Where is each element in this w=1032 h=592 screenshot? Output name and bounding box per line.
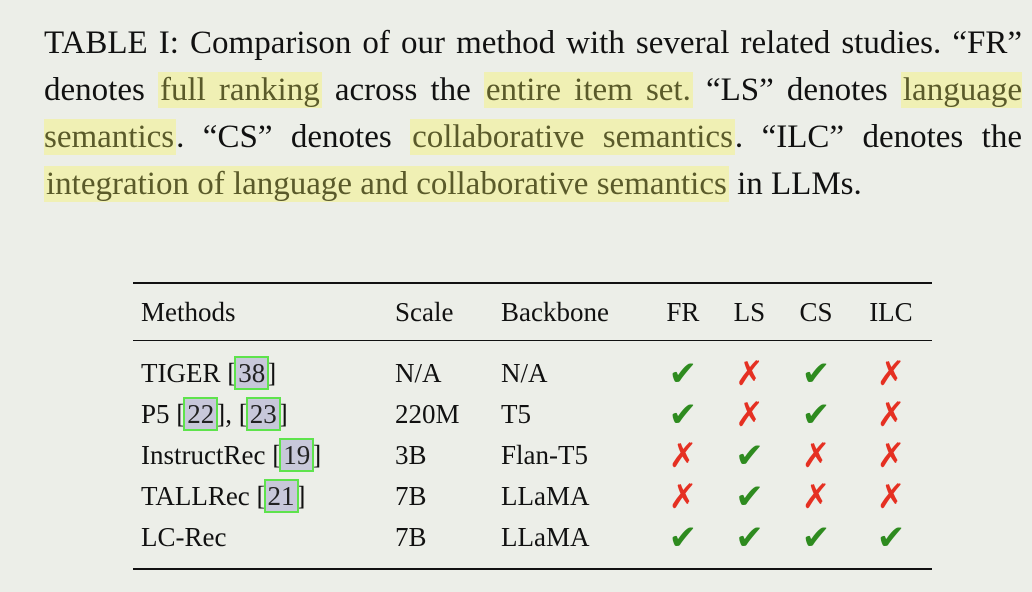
header-fr: FR [666, 296, 700, 327]
header-cs: CS [799, 296, 833, 327]
ilc-cell: ✗ [850, 476, 932, 517]
backbone-cell: T5 [501, 399, 531, 429]
cs-cell: ✗ [782, 435, 850, 476]
method-name: InstructRec [141, 440, 266, 470]
backbone-cell: N/A [501, 358, 548, 388]
method-cell: LC-Rec [133, 517, 387, 569]
method-name: LC-Rec [141, 522, 227, 552]
scale-cell: 3B [395, 440, 427, 470]
citation-link[interactable]: 38 [234, 356, 270, 390]
table-row: TALLRec [21] 7B LLaMA ✗ ✔ ✗ ✗ [133, 476, 932, 517]
method-cell: InstructRec [19] [141, 438, 322, 472]
scale-cell: N/A [395, 358, 442, 388]
scale-cell: 7B [395, 522, 427, 552]
header-ls: LS [733, 296, 766, 327]
comparison-table-container: Methods Scale Backbone FR LS CS ILC TIGE… [133, 282, 932, 570]
scale-cell: 7B [395, 481, 427, 511]
method-cell: TALLRec [21] [141, 479, 306, 513]
ilc-cell: ✔ [850, 517, 932, 569]
cross-icon: ✗ [876, 353, 906, 394]
fr-cell: ✔ [649, 394, 717, 435]
cs-cell: ✗ [782, 476, 850, 517]
check-icon: ✔ [801, 394, 831, 435]
table-caption: TABLE I: Comparison of our method with s… [44, 20, 1022, 208]
header-ilc: ILC [869, 296, 913, 327]
cross-icon: ✗ [876, 394, 906, 435]
ls-cell: ✔ [717, 435, 783, 476]
cross-icon: ✗ [876, 435, 906, 476]
citation-link[interactable]: 22 [183, 397, 219, 431]
cs-cell: ✔ [782, 517, 850, 569]
check-icon: ✔ [801, 353, 831, 394]
citation-link[interactable]: 23 [245, 397, 281, 431]
table-header-row: Methods Scale Backbone FR LS CS ILC [133, 283, 932, 341]
method-cell: P5 [22], [23] [141, 397, 288, 431]
fr-cell: ✔ [649, 341, 717, 395]
caption-text: “LS” denotes [692, 72, 901, 108]
method-name: TIGER [141, 358, 221, 388]
table-row: TIGER [38] N/A N/A ✔ ✗ ✔ ✗ [133, 341, 932, 395]
ilc-cell: ✗ [850, 394, 932, 435]
highlighted-phrase: integration of language and collaborativ… [44, 166, 729, 202]
citation-link[interactable]: 21 [263, 479, 299, 513]
cs-cell: ✔ [782, 341, 850, 395]
cross-icon: ✗ [735, 353, 764, 394]
check-icon: ✔ [801, 517, 831, 558]
check-icon: ✔ [876, 517, 906, 558]
header-backbone: Backbone [501, 296, 609, 327]
cross-icon: ✗ [668, 476, 698, 517]
backbone-cell: Flan-T5 [501, 440, 588, 470]
method-name: TALLRec [141, 481, 250, 511]
highlighted-phrase: collaborative semantics [410, 119, 735, 155]
check-icon: ✔ [735, 435, 764, 476]
cross-icon: ✗ [801, 476, 831, 517]
ls-cell: ✔ [717, 517, 783, 569]
ilc-cell: ✗ [850, 435, 932, 476]
caption-text: TABLE I: Comparison of our method with s… [44, 25, 1022, 108]
check-icon: ✔ [735, 476, 764, 517]
check-icon: ✔ [668, 394, 698, 435]
scale-cell: 220M [395, 399, 460, 429]
cs-cell: ✔ [782, 394, 850, 435]
check-icon: ✔ [735, 517, 764, 558]
highlighted-phrase: full ranking [157, 72, 322, 108]
table-row: LC-Rec 7B LLaMA ✔ ✔ ✔ ✔ [133, 517, 932, 569]
fr-cell: ✗ [649, 435, 717, 476]
caption-text: . “CS” denotes [176, 119, 411, 155]
check-icon: ✔ [668, 517, 698, 558]
ilc-cell: ✗ [850, 341, 932, 395]
cross-icon: ✗ [735, 394, 764, 435]
citation-link[interactable]: 19 [279, 438, 315, 472]
caption-text: across the [321, 72, 484, 108]
backbone-cell: LLaMA [501, 481, 590, 511]
header-scale: Scale [395, 296, 454, 327]
ls-cell: ✗ [717, 341, 783, 395]
header-methods: Methods [141, 296, 236, 327]
caption-text: in LLMs. [728, 166, 862, 202]
check-icon: ✔ [668, 353, 698, 394]
table-row: InstructRec [19] 3B Flan-T5 ✗ ✔ ✗ ✗ [133, 435, 932, 476]
highlighted-phrase: entire item set. [483, 72, 693, 108]
ls-cell: ✔ [717, 476, 783, 517]
comparison-table: Methods Scale Backbone FR LS CS ILC TIGE… [133, 282, 932, 570]
method-name: P5 [141, 399, 170, 429]
cross-icon: ✗ [668, 435, 698, 476]
table-row: P5 [22], [23] 220M T5 ✔ ✗ ✔ ✗ [133, 394, 932, 435]
cross-icon: ✗ [876, 476, 906, 517]
fr-cell: ✗ [649, 476, 717, 517]
method-cell: TIGER [38] [141, 356, 277, 390]
caption-text: . “ILC” denotes the [734, 119, 1022, 155]
backbone-cell: LLaMA [501, 522, 590, 552]
fr-cell: ✔ [649, 517, 717, 569]
cross-icon: ✗ [801, 435, 831, 476]
ls-cell: ✗ [717, 394, 783, 435]
